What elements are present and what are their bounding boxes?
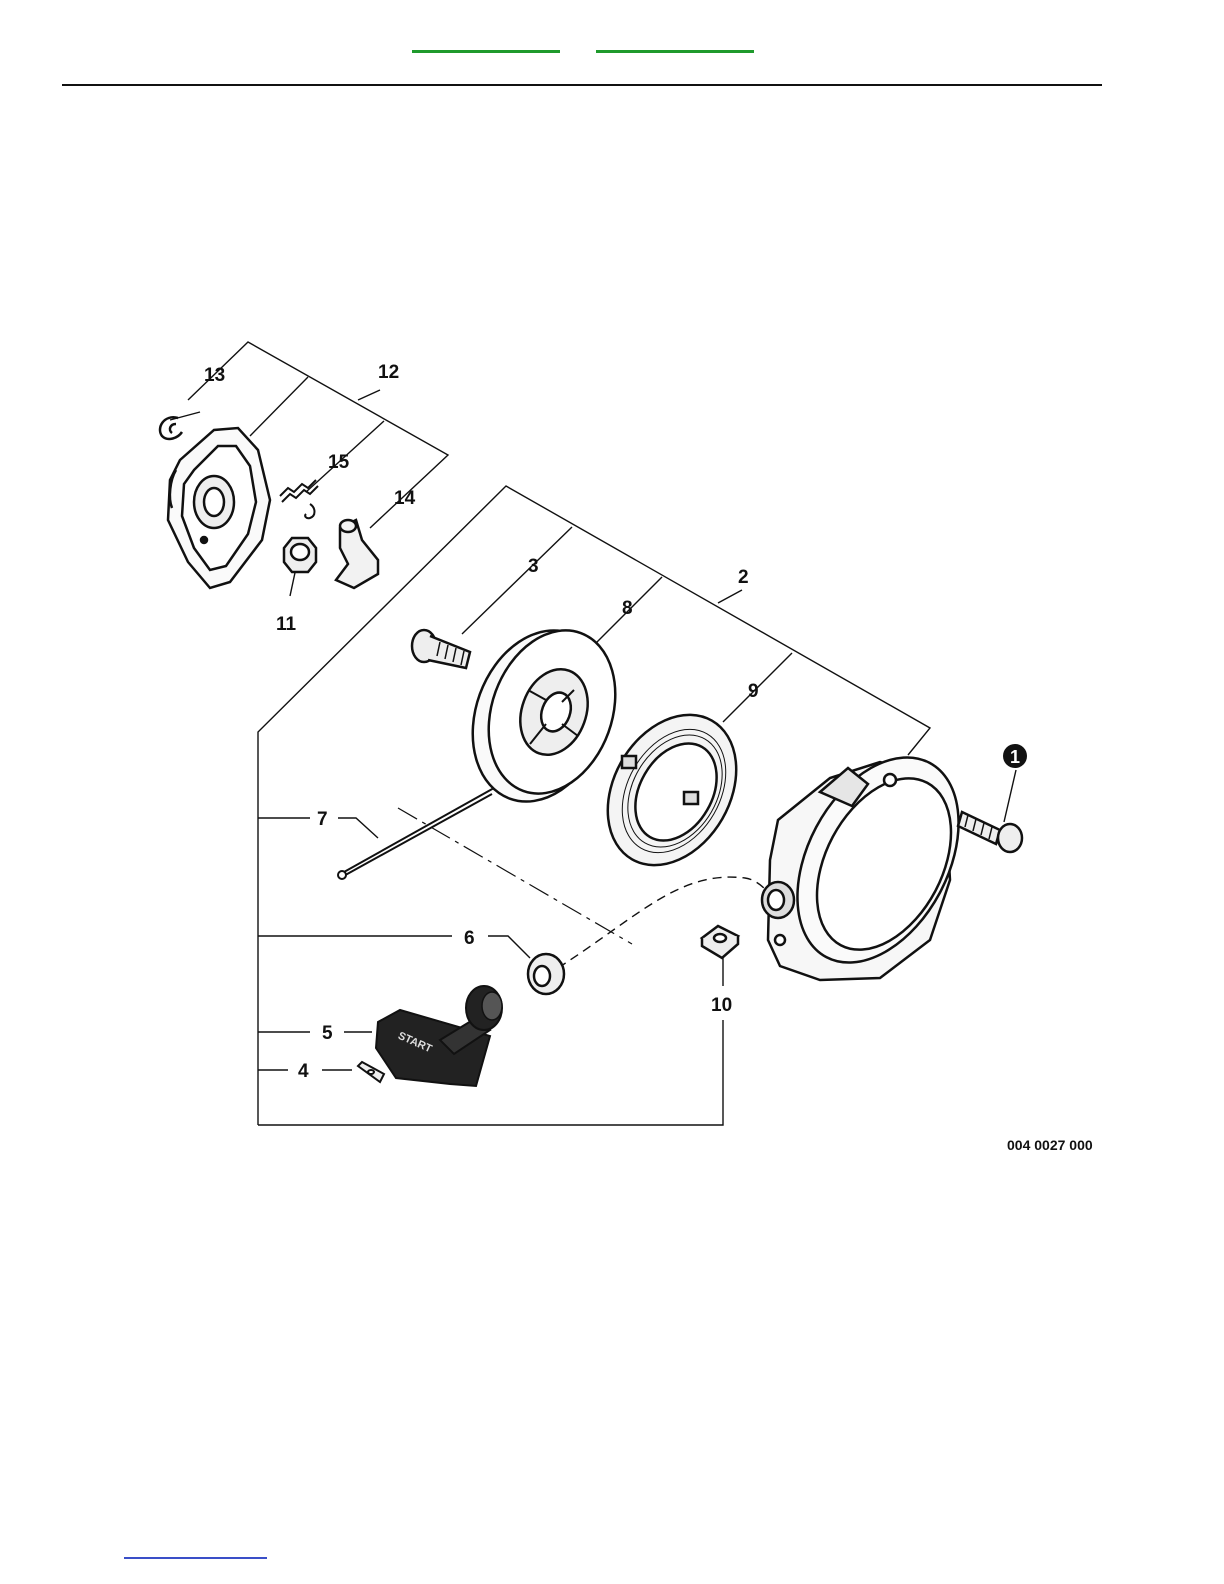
callout-1: 1 bbox=[1010, 747, 1020, 767]
e-ring-part bbox=[160, 417, 182, 439]
header-link-right[interactable] bbox=[596, 50, 754, 53]
center-screw-part bbox=[412, 630, 470, 668]
callout-13: 13 bbox=[204, 365, 225, 386]
nut-part bbox=[284, 538, 316, 572]
starter-rope-part bbox=[338, 788, 494, 879]
assembly-axis-line bbox=[398, 808, 632, 944]
recoil-starter-exploded-diagram: START 13 12 15 14 11 3 2 8 9 7 6 5 4 10 … bbox=[62, 336, 1124, 1186]
callout-8: 8 bbox=[622, 598, 633, 619]
callout-7: 7 bbox=[317, 809, 328, 830]
callout-10: 10 bbox=[711, 995, 732, 1016]
callout-15: 15 bbox=[328, 452, 350, 473]
header-divider bbox=[62, 84, 1102, 86]
rope-route-line bbox=[558, 877, 775, 968]
callout-9: 9 bbox=[748, 681, 759, 702]
starter-handle-part[interactable]: START bbox=[376, 986, 502, 1086]
square-nut-part bbox=[702, 926, 738, 958]
header-link-left[interactable] bbox=[412, 50, 560, 53]
callout-3: 3 bbox=[528, 556, 539, 577]
callout-2: 2 bbox=[738, 567, 749, 588]
starter-case-part bbox=[762, 730, 991, 990]
callout-5: 5 bbox=[322, 1023, 333, 1044]
rope-guide-bushing-part bbox=[528, 954, 564, 994]
handle-plate-part bbox=[358, 1062, 384, 1082]
ratchet-pawl-part bbox=[336, 520, 378, 588]
case-bolt-part bbox=[958, 812, 1022, 852]
ratchet-housing-part bbox=[168, 428, 270, 588]
callout-11: 11 bbox=[276, 614, 297, 635]
footer-link[interactable] bbox=[124, 1557, 267, 1559]
callout-4: 4 bbox=[298, 1061, 309, 1082]
callout-12: 12 bbox=[378, 362, 399, 383]
drawing-code: 004 0027 000 bbox=[1007, 1137, 1093, 1153]
callout-14: 14 bbox=[394, 488, 416, 509]
callout-6: 6 bbox=[464, 928, 475, 949]
parts-diagram-panel: START 13 12 15 14 11 3 2 8 9 7 6 5 4 10 … bbox=[62, 336, 1124, 1186]
